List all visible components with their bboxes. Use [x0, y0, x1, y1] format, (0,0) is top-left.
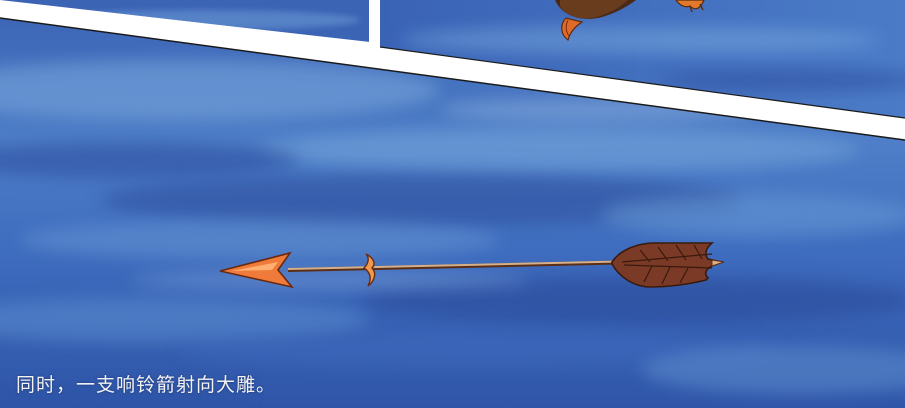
- panel-border: [0, 17, 905, 141]
- eagle-icon: [555, 0, 705, 42]
- caption-text: 同时，一支响铃箭射向大雕。: [16, 374, 277, 396]
- whistling-arrow-icon: [219, 242, 725, 289]
- panel-border: [379, 46, 905, 119]
